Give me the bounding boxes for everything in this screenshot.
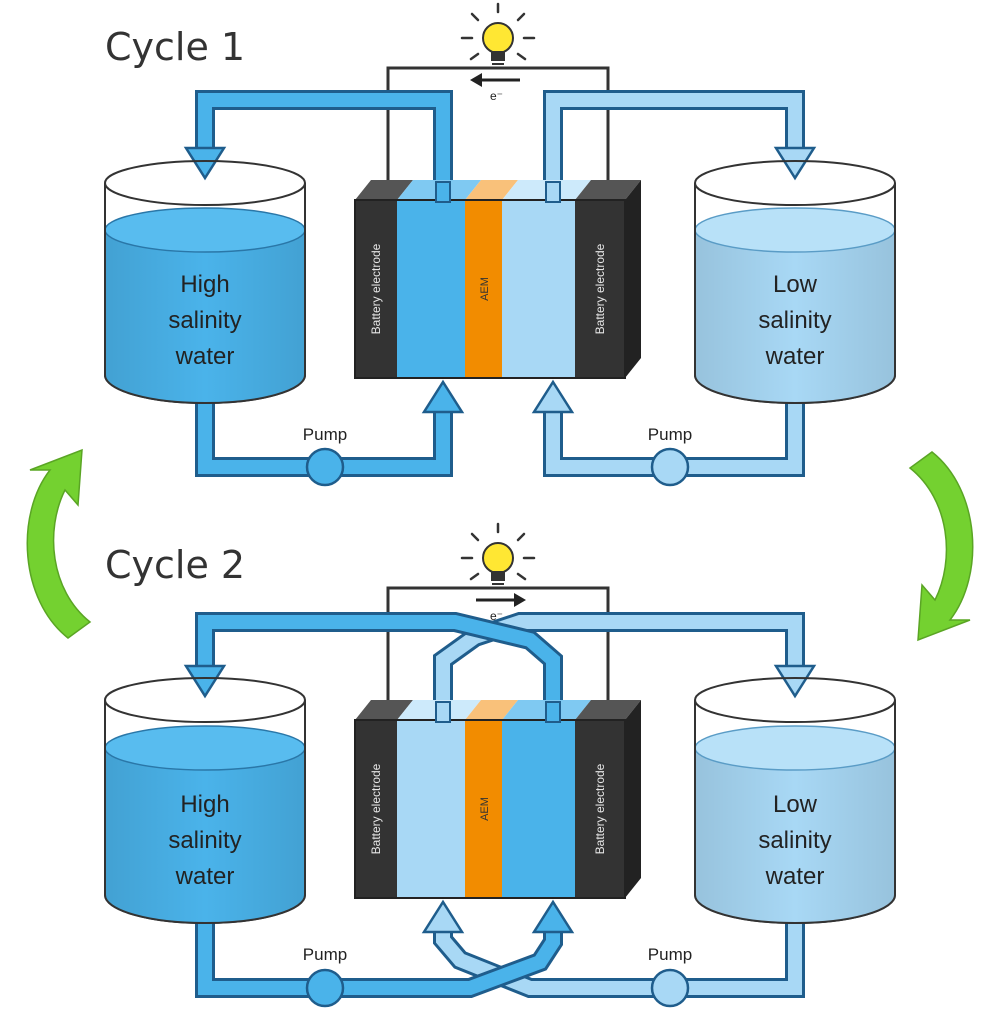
cycle-2-arrowhead-cell-left-icon [421,899,465,934]
cycle-1-arrowhead-high-tank-icon [183,146,227,181]
cycle-1-electron-arrow-icon [470,73,520,87]
light-bulb-icon [460,522,536,585]
cycle-2-aem-label: AEM [479,797,491,821]
cycle-1-low-tank-label-line-3: water [765,343,825,370]
cycle-1-left-pump-icon [305,447,345,487]
cycle-1-high-salinity-tank: High salinity water [104,160,306,404]
cycle-1-left-electrode-label: Battery electrode [369,243,383,334]
cycle-2-title: Cycle 2 [105,543,245,587]
cycle-2-arrowhead-high-tank-icon [183,664,227,699]
cycle-2-high-salinity-compartment [502,720,575,898]
cycle-1-right-pump-icon [650,447,690,487]
cycle-2-aem-membrane [465,720,502,898]
cycle-1-aem-label: AEM [479,277,491,301]
cycle-2-left-pump-icon [305,968,345,1008]
cycle-1-right-pump-label: Pump [648,425,692,444]
cycle-2-right-pump-icon [650,968,690,1008]
cycle-2-low-tank-label-line-3: water [765,863,825,890]
cycle-1-electron-label: e⁻ [490,89,503,103]
cycle-1-low-salinity-tank: Low salinity water [694,160,896,404]
cycle-2-right-pump-label: Pump [648,945,692,964]
cycle-1-external-wire [386,66,610,180]
cycle-1-aem-membrane [465,200,502,378]
cycle-1-low-salinity-compartment [502,200,575,378]
cycle-1-arrowhead-low-tank-icon [773,146,817,181]
cycle-1-left-pump-label: Pump [303,425,347,444]
cycle-1-high-tank-label-line-1: High [180,271,229,298]
cycle-1: Cycle 1 e⁻ [104,2,896,487]
cycle-2-arrowhead-low-tank-icon [773,664,817,699]
cycle-2-electron-arrow-icon [476,593,526,607]
cycle-2-high-tank-label-line-1: High [180,791,229,818]
cycle-1-left-electrode [355,200,397,378]
cycle-2-low-salinity-compartment [397,720,465,898]
cycle-1-low-tank-label-line-2: salinity [758,307,831,334]
cycle-2-high-tank-label-line-2: salinity [168,827,241,854]
cycle-2-low-tank-label-line-2: salinity [758,827,831,854]
cycle-2-arrowhead-cell-right-icon [531,899,575,934]
cycle-1-arrowhead-cell-right-icon [531,379,575,414]
cycle-2-left-electrode-label: Battery electrode [369,763,383,854]
cycle-1-pipe-cell-to-low-tank [543,90,805,190]
cycle-arrow-right-icon [908,451,974,642]
cycle-2-right-electrode [575,720,625,898]
cycle-1-high-salinity-compartment [397,200,465,378]
cycle-2-high-tank-label-line-3: water [175,863,235,890]
cycle-2-left-pump-label: Pump [303,945,347,964]
cycle-2-cell-stack: Battery electrode AEM Battery electrode [354,700,641,899]
cycle-1-right-electrode [575,200,625,378]
cycle-2-high-salinity-tank: High salinity water [104,677,306,924]
cycle-1-title: Cycle 1 [105,25,245,69]
cycle-2-external-wire [386,586,610,700]
cycle-arrow-left-icon [26,448,92,639]
cycle-1-pipe-cell-to-high-tank [195,90,453,190]
cycle-1-high-tank-label-line-3: water [175,343,235,370]
light-bulb-icon [460,2,536,65]
cycle-2-right-electrode-label: Battery electrode [593,763,607,854]
cycle-1-right-electrode-label: Battery electrode [593,243,607,334]
cycle-1-low-tank-label-line-1: Low [773,271,818,298]
cycle-1-high-tank-label-line-2: salinity [168,307,241,334]
cycle-1-cell-stack: Battery electrode AEM Battery electrode [354,180,641,379]
cycle-2-low-salinity-tank: Low salinity water [694,677,896,924]
cycle-2: Cycle 2 e⁻ [104,522,896,1008]
cycle-1-arrowhead-cell-left-icon [421,379,465,414]
cycle-2-left-electrode [355,720,397,898]
cycle-2-low-tank-label-line-1: Low [773,791,818,818]
